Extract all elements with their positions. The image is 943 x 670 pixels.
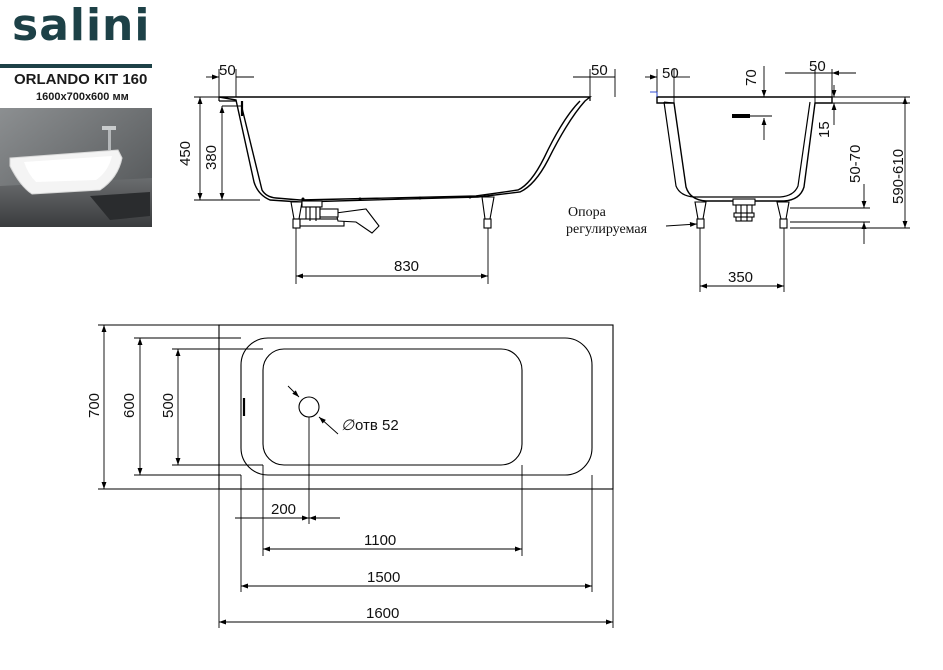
drain-hole-label: отв 52	[355, 417, 399, 434]
end-bathtub-body	[656, 96, 833, 202]
dim-plan-drain-offset: 200	[271, 501, 296, 518]
product-size: 1600x700x600 мм	[36, 91, 129, 103]
end-overflow-marker	[732, 114, 750, 118]
dim-plan-width-rim: 600	[121, 393, 138, 418]
end-dimensions	[645, 66, 910, 292]
support-label-line1: Опора	[568, 205, 607, 220]
end-legs	[694, 201, 790, 229]
side-drain-siphon	[299, 200, 380, 234]
plan-drain-hole	[287, 385, 339, 435]
plan-view: 700 600 500 200 1100 1500 1600 ∅ отв 52	[86, 324, 614, 628]
dim-side-leg-spacing: 830	[394, 258, 419, 275]
dim-plan-width-inner: 500	[160, 393, 177, 418]
dim-plan-outer-length: 1600	[366, 605, 399, 622]
dim-inner-depth: 380	[203, 145, 220, 170]
dim-end-overall-height: 590-610	[890, 149, 907, 204]
support-label-line2: регулируемая	[566, 222, 648, 237]
header-divider	[0, 64, 152, 68]
end-view: 50 50 70 15 50-70 590-610 350 Опора регу…	[566, 58, 910, 292]
product-name: ORLANDO KIT 160	[14, 71, 148, 88]
brand-logo: salini	[12, 0, 151, 51]
dim-side-rim-left: 50	[219, 62, 236, 79]
product-photo	[0, 108, 152, 227]
dim-side-rim-right: 50	[591, 62, 608, 79]
side-view: 50 50 450 380 830	[177, 62, 616, 284]
plan-bathtub-outline	[218, 324, 614, 490]
dim-end-leg-spacing: 350	[728, 269, 753, 286]
end-drain-siphon	[732, 198, 756, 222]
side-legs	[290, 196, 495, 229]
dim-end-leg-adjust: 50-70	[847, 145, 864, 183]
header: salini ORLANDO KIT 160 1600x700x600 мм	[0, 0, 160, 230]
dim-end-rim-right: 50	[809, 58, 826, 75]
dim-total-height: 450	[177, 141, 194, 166]
side-bathtub-body	[218, 96, 592, 203]
side-dimensions	[194, 69, 616, 284]
diameter-symbol: ∅	[341, 417, 355, 434]
dim-end-top-offset: 70	[743, 69, 760, 86]
dim-plan-inner-length: 1100	[364, 532, 396, 549]
dim-plan-rim-length: 1500	[367, 569, 400, 586]
dim-plan-width-outer: 700	[86, 393, 103, 418]
dim-end-rim-drop: 15	[816, 121, 833, 138]
dim-end-rim-left: 50	[662, 65, 679, 82]
plan-dimensions	[98, 324, 614, 628]
